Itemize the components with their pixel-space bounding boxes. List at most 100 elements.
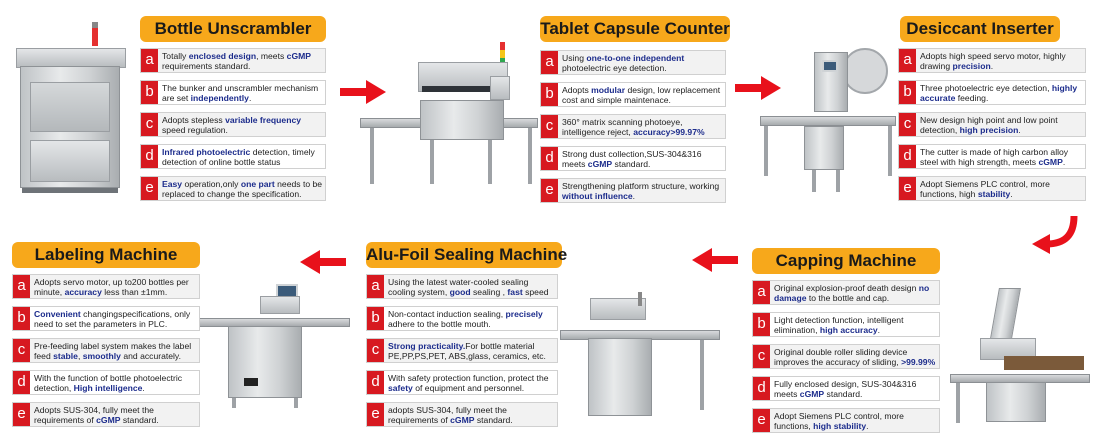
feature-badge: d <box>367 371 384 394</box>
feature-badge: c <box>753 345 770 368</box>
feature-text-part: Three photoelectric eye detection, <box>920 83 1052 93</box>
feature-text-part: feeding. <box>955 93 989 103</box>
feature-text-part: of equipment and personnel. <box>412 383 525 393</box>
feature-text-part: Adopt Siemens PLC control, more function… <box>920 179 1050 199</box>
feature-text-part: , meets <box>256 51 287 61</box>
feature-text-part: requirements standard. <box>162 61 251 71</box>
feature-highlight: cGMP <box>1038 157 1063 167</box>
curved-arrow-down-icon <box>1032 215 1078 254</box>
feature-text-part: Using <box>562 53 587 63</box>
feature-text-part: standard. <box>120 415 159 425</box>
feature-highlight: cGMP <box>286 51 312 61</box>
feature-text-part: photoelectric eye detection. <box>562 63 667 73</box>
title-desiccant-inserter: Desiccant Inserter <box>900 16 1060 42</box>
desiccant-inserter-image <box>760 44 896 194</box>
feature-highlight: variable frequency <box>225 115 302 125</box>
feature-text: Adopts servo motor, up to200 bottles per… <box>34 277 197 297</box>
feature-text-part: The cutter is made of high carbon alloy … <box>920 147 1069 167</box>
feature-highlight: safety <box>388 383 413 393</box>
feature-highlight: Easy <box>162 179 183 189</box>
feature-highlight: >99.99% <box>901 357 936 367</box>
feature-text-part: Using the latest water-cooled sealing co… <box>388 277 529 297</box>
feature-text: Strong practicality.For bottle material … <box>388 341 555 361</box>
feature-badge: e <box>13 403 30 426</box>
feature-badge: e <box>753 409 770 432</box>
title-bottle-unscrambler: Bottle Unscrambler <box>140 16 326 42</box>
feature-badge: e <box>541 179 558 202</box>
feature-text-part: . <box>1018 125 1021 135</box>
feature-highlight: cGMP <box>799 389 825 399</box>
feature-badge: a <box>899 49 916 72</box>
feature-badge: a <box>141 49 158 72</box>
feature-badge: b <box>753 313 770 336</box>
feature-highlight: precisely <box>505 309 543 319</box>
feature-text-part: standard. <box>612 159 651 169</box>
feature-text-part: Non-contact induction sealing, <box>388 309 506 319</box>
feature-badge: b <box>367 307 384 330</box>
feature-text-part: Strong dust collection,SUS-304&316 meets <box>562 149 702 169</box>
feature-text-part: . <box>632 191 636 201</box>
feature-text: Strong dust collection,SUS-304&316 meets… <box>562 149 723 169</box>
feature-text-part: needs to be replaced to change the speci… <box>162 179 323 199</box>
feature-highlight: highly accurate <box>920 83 1078 103</box>
feature-text: Infrared photoelectric detection, timely… <box>162 147 323 167</box>
feature-item: e Strengthening platform structure, worki… <box>540 178 726 203</box>
alu-foil-sealing-machine-image <box>560 290 720 422</box>
feature-text-part: The bunker and unscrambler mechanism are… <box>162 83 319 103</box>
feature-text: The cutter is made of high carbon alloy … <box>920 147 1083 167</box>
feature-badge: c <box>367 339 384 362</box>
feature-highlight: no damage <box>774 283 930 303</box>
feature-highlight: independently <box>190 93 249 103</box>
feature-item: b Three photoelectric eye detection, high… <box>898 80 1086 105</box>
feature-text: The bunker and unscrambler mechanism are… <box>162 83 323 103</box>
feature-text-part: standard. <box>824 389 863 399</box>
feature-text: adopts SUS-304, fully meet the requireme… <box>388 405 555 425</box>
feature-badge: b <box>13 307 30 330</box>
feature-text: Strengthening platform structure, workin… <box>562 181 723 201</box>
feature-item: b Non-contact induction sealing, precisel… <box>366 306 558 331</box>
title-tablet-capsule-counter: Tablet Capsule Counter <box>540 16 730 42</box>
feature-highlight: good <box>449 287 471 297</box>
arrow-right-icon <box>340 80 386 104</box>
feature-badge: d <box>141 145 158 168</box>
feature-text: New design high point and low point dete… <box>920 115 1083 135</box>
feature-badge: b <box>899 81 916 104</box>
feature-badge: d <box>13 371 30 394</box>
feature-text: Totally enclosed design, meets cGMP requ… <box>162 51 323 71</box>
feature-text-part: . <box>1062 157 1066 167</box>
feature-text: Adopts high speed servo motor, highly dr… <box>920 51 1083 71</box>
feature-text: Fully enclosed design, SUS-304&316 meets… <box>774 379 937 399</box>
feature-text-part: Light detection function, intelligent el… <box>774 315 904 335</box>
feature-text-part: . <box>248 93 252 103</box>
feature-highlight: stable <box>53 351 78 361</box>
feature-text-part: Strengthening platform structure, workin… <box>562 181 720 191</box>
title-capping-machine: Capping Machine <box>752 248 940 274</box>
feature-highlight: high stability <box>813 421 867 431</box>
feature-text-part: . <box>990 61 994 71</box>
feature-text-part: For bottle material PE,PP,PS,PET, ABS,gl… <box>388 341 546 361</box>
feature-badge: b <box>141 81 158 104</box>
feature-text-part: detection, timely detection of online bo… <box>162 147 315 167</box>
feature-text-part: 360° matrix scanning photoeye, intellige… <box>562 117 683 137</box>
feature-text-part: Fully enclosed design, SUS-304&316 meets <box>774 379 917 399</box>
feature-badge: c <box>541 115 558 138</box>
feature-highlight: accuracy>99.97% <box>633 127 705 137</box>
feature-text-part: , <box>77 351 83 361</box>
